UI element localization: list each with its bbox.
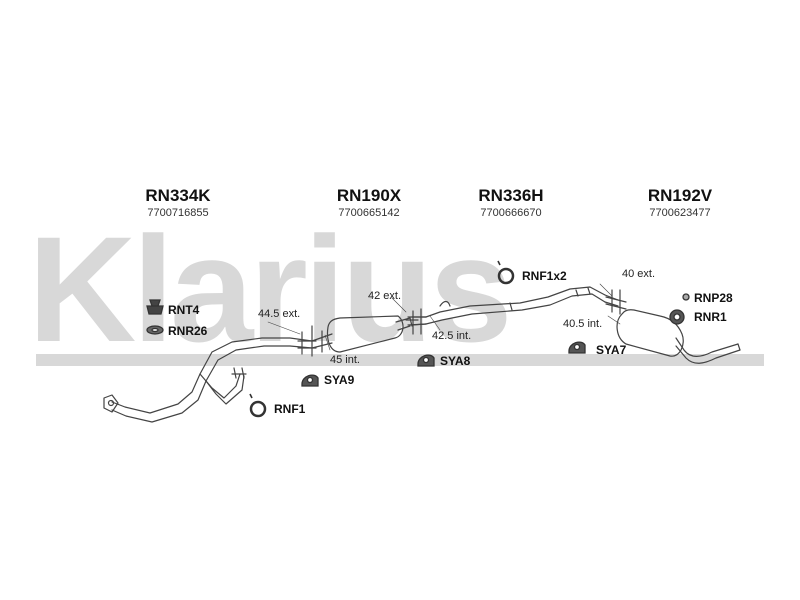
watermark-underline <box>36 354 764 366</box>
dimension-label: 40 ext. <box>622 268 656 280</box>
part-code: RN192V <box>647 186 713 205</box>
dimension-label: 42.5 int. <box>432 330 472 342</box>
part-rn336h: RN336H 7700666670 <box>436 186 586 220</box>
rubber-ring-rnr26-icon <box>146 325 164 335</box>
accessory-label-rnr26: RNR26 <box>168 324 208 338</box>
part-number: 7700716855 <box>147 207 209 219</box>
accessory-label-rnr1: RNR1 <box>694 310 727 324</box>
watermark-logo-text: Klarius <box>28 205 513 373</box>
part-code: RN336H <box>478 186 544 205</box>
joint-markers <box>297 289 627 357</box>
intermediate-pipe <box>425 286 606 325</box>
bracket-sya8-icon <box>417 354 435 367</box>
part-number: 7700666670 <box>480 207 542 219</box>
rubber-mount-rnt4-icon <box>146 299 164 315</box>
bracket-sya7-icon <box>568 341 586 354</box>
accessory-label-rnf1: RNF1 <box>274 402 306 416</box>
part-code: RN334K <box>145 186 211 205</box>
pad-rnp28-icon <box>682 293 690 301</box>
rear-silencer <box>604 294 741 364</box>
accessory-label-rnt4: RNT4 <box>168 303 200 317</box>
dimension-label: 42 ext. <box>368 290 402 302</box>
front-pipe <box>103 337 313 423</box>
ring-rnr1-icon <box>669 309 685 325</box>
accessory-label-rnf1x2: RNF1x2 <box>522 269 567 283</box>
part-rn334k: RN334K 7700716855 <box>103 186 253 220</box>
part-number: 7700623477 <box>649 207 711 219</box>
accessory-label-sya9: SYA9 <box>324 373 355 387</box>
dimension-label: 44.5 ext. <box>258 308 301 320</box>
part-number: 7700665142 <box>338 207 400 219</box>
accessory-label-sya8: SYA8 <box>440 354 471 368</box>
accessory-label-rnp28: RNP28 <box>694 291 733 305</box>
dimension-label: 40.5 int. <box>563 318 603 330</box>
clamp-ring-rnf1x2-icon <box>497 260 515 285</box>
bracket-sya9-icon <box>301 374 319 387</box>
part-rn192v: RN192V 7700623477 <box>605 186 755 220</box>
accessory-label-sya7: SYA7 <box>596 343 627 357</box>
dimension-label: 45 int. <box>330 354 360 366</box>
clamp-ring-rnf1-icon <box>249 393 267 418</box>
part-rn190x: RN190X 7700665142 <box>294 186 444 220</box>
part-code: RN190X <box>336 186 402 205</box>
